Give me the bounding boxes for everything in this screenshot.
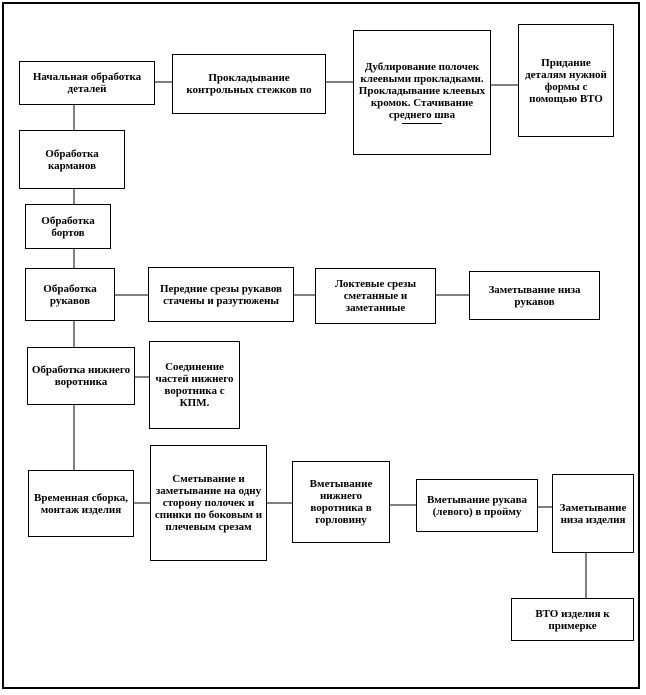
wto-shape-box: Придание деталям нужной формы с помощью … bbox=[518, 24, 614, 137]
undercollar-parts-box: Соединение частей нижнего воротника с КП… bbox=[149, 341, 240, 429]
box-label: Заметывание низа рукавов bbox=[488, 283, 581, 308]
box-label: Обработка рукавов bbox=[43, 282, 97, 307]
diagram-frame bbox=[2, 2, 640, 689]
box-label: Придание деталям нужной формы с помощью … bbox=[525, 56, 607, 105]
sleeves-box: Обработка рукавов bbox=[25, 268, 115, 321]
box-label: Заметывание низа изделия bbox=[559, 501, 627, 526]
underline-mark bbox=[402, 123, 442, 124]
pockets-box: Обработка карманов bbox=[19, 130, 125, 189]
hem-basting-box: Заметывание низа изделия bbox=[552, 474, 634, 553]
sleeve-basting-box: Вметывание рукава (левого) в пройму bbox=[416, 479, 538, 532]
box-label: Дублирование полочек клеевыми прокладкам… bbox=[358, 61, 486, 121]
box-label: Передние срезы рукавов стачены и разутюж… bbox=[160, 282, 282, 307]
sleeve-hem-box: Заметывание низа рукавов bbox=[469, 271, 600, 320]
wto-fitting-box: ВТО изделия к примерке bbox=[511, 598, 634, 641]
collar-basting-box: Вметывание нижнего воротника в горловину bbox=[292, 461, 390, 543]
undercollar-box: Обработка нижнего воротника bbox=[27, 347, 135, 405]
box-label: Начальная обработка деталей bbox=[32, 71, 142, 95]
control-stitches-box: Прокладывание контрольных стежков по bbox=[172, 54, 326, 114]
box-label: Прокладывание контрольных стежков по bbox=[186, 72, 312, 96]
box-label: ВТО изделия к примерке bbox=[535, 607, 610, 632]
facings-box: Обработка бортов bbox=[25, 204, 111, 249]
box-label: Вметывание нижнего воротника в горловину bbox=[309, 478, 373, 526]
box-label: Временная сборка, монтаж изделия bbox=[34, 491, 128, 516]
initial-processing-box: Начальная обработка деталей bbox=[19, 61, 155, 105]
box-label: Локтевые срезы сметанные и заметанные bbox=[334, 278, 417, 314]
sleeve-front-seams-box: Передние срезы рукавов стачены и разутюж… bbox=[148, 267, 294, 322]
basting-seams-box: Сметывание и заметывание на одну сторону… bbox=[150, 445, 267, 561]
temp-assembly-box: Временная сборка, монтаж изделия bbox=[28, 470, 134, 537]
box-label: Сметывание и заметывание на одну сторону… bbox=[154, 473, 263, 533]
sleeve-elbow-seams-box: Локтевые срезы сметанные и заметанные bbox=[315, 268, 436, 324]
box-label: Обработка бортов bbox=[41, 214, 95, 239]
box-label: Соединение частей нижнего воротника с КП… bbox=[155, 361, 234, 409]
interlining-box: Дублирование полочек клеевыми прокладкам… bbox=[353, 30, 491, 155]
box-label: Обработка карманов bbox=[45, 147, 99, 172]
box-label: Вметывание рукава (левого) в пройму bbox=[426, 493, 528, 518]
box-label: Обработка нижнего воротника bbox=[31, 364, 131, 388]
